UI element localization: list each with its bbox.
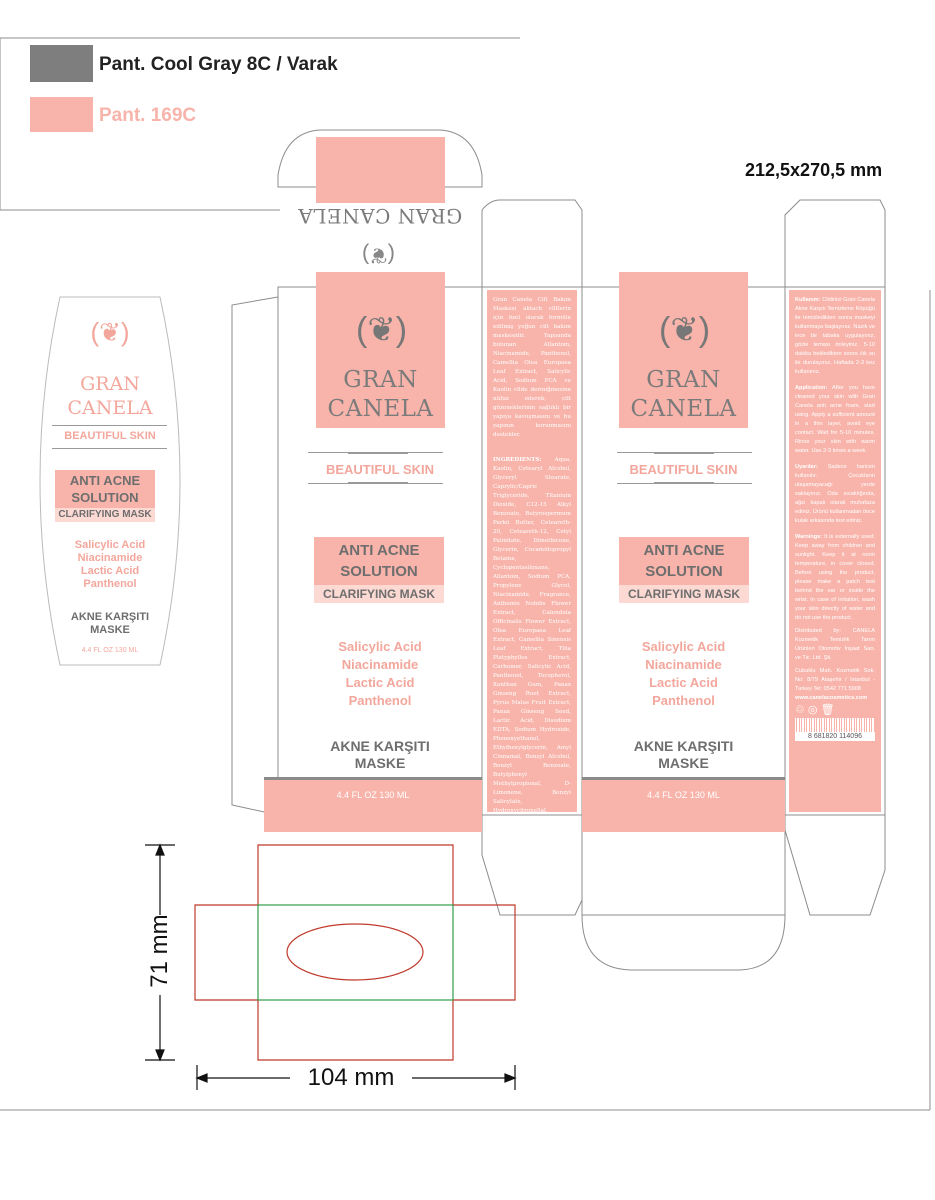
pink-legend-label: Pant. 169C [99,105,197,126]
bottom-tuck-flap-outline [581,815,786,971]
tagline: BEAUTIFUL SKIN [64,430,156,442]
logo-icon: (❦) [361,243,395,268]
product-subtitle: CLARIFYING MASK [55,508,155,522]
logo-icon: (❦) [659,311,711,349]
logo-icon: (❦) [356,311,408,349]
width-arrows [195,1073,517,1083]
frame-lines [0,37,931,1111]
divider [654,482,714,484]
tray-dieline-cut [194,844,516,1061]
divider [654,452,714,454]
product-subtitle: CLARIFYING MASK [619,585,749,603]
gray-swatch [30,45,93,82]
gray-band [582,777,785,780]
warnings-text: Warnings: It is externally used. Keep aw… [795,534,876,621]
tray-window-cutout [286,923,424,981]
height-arrows [155,843,165,1062]
glue-flap-outline [231,296,279,816]
address: Cubuklu Mah. Kozmetik Sok. No: 8/79 Ataş… [795,668,875,692]
side-dust-flap-2-bottom [784,815,886,916]
logo-icon: (❦) [90,317,130,347]
width-dimension-line [196,1065,516,1090]
height-dimension-line [145,844,175,1061]
divider [348,482,408,484]
tagline: BEAUTIFUL SKIN [629,462,738,477]
gray-band [264,777,482,780]
application-text: Application: After you have cleaned your… [795,385,875,454]
box-dimensions-label: 212,5x270,5 mm [745,160,883,180]
distributor: Distributed by: CANELA Kozmetik Temizlik… [795,628,875,661]
volume-band: 4.4 FL OZ 130 ML [264,780,482,832]
height-dimension-label: 71 mm [146,914,173,988]
top-flap-pink-block [316,137,445,203]
recycling-icons: ♲ ◎ 🗑 [795,704,835,716]
warnings-text-tr: Uyarılar: Sadece haricen kullanılır. Çoc… [795,464,875,524]
gray-legend-label: Pant. Cool Gray 8C / Varak [99,54,338,75]
brand-block [619,272,748,428]
ingredients-list: INGREDIENTS: Aqua, Kaolin, Cetearyl Alco… [493,457,571,812]
tray-dieline-fold [257,904,454,1001]
flap-brand-upside-down: GRAN CANELA [297,204,463,228]
product-description: Gran Canela Cilt Bakım Maskesi aktach ci… [493,297,571,438]
volume: 4.4 FL OZ 130 ML [81,647,139,654]
usage-text-tr: Kullanım: Cildinizi Gran Canela Akne Kar… [795,297,876,375]
pink-swatch [30,97,93,132]
side-panel-2-outline [784,286,886,816]
divider [348,452,408,454]
brand-block [316,272,445,428]
top-tuck-flap-outline [277,129,483,188]
sachet-outline [39,296,181,666]
usage-side-panel: Kullanım: Cildinizi Gran Canela Akne Kar… [789,290,881,812]
divider [52,448,167,449]
side-dust-flap-2-top [784,199,886,287]
barcode-number: 8 681820 114096 [795,732,875,741]
divider [52,425,167,426]
side-dust-flap-top [481,199,583,287]
barcode-icon [795,718,875,732]
ingredients-side-panel: Gran Canela Cilt Bakım Maskesi aktach ci… [487,290,577,812]
volume-band: 4.4 FL OZ 130 ML [582,780,785,832]
width-dimension-label: 104 mm [307,1064,395,1091]
website: www.canelacosmetics.com [795,695,868,701]
product-subtitle: CLARIFYING MASK [314,585,444,603]
side-dust-flap-bottom [481,815,583,916]
tagline: BEAUTIFUL SKIN [325,462,435,477]
